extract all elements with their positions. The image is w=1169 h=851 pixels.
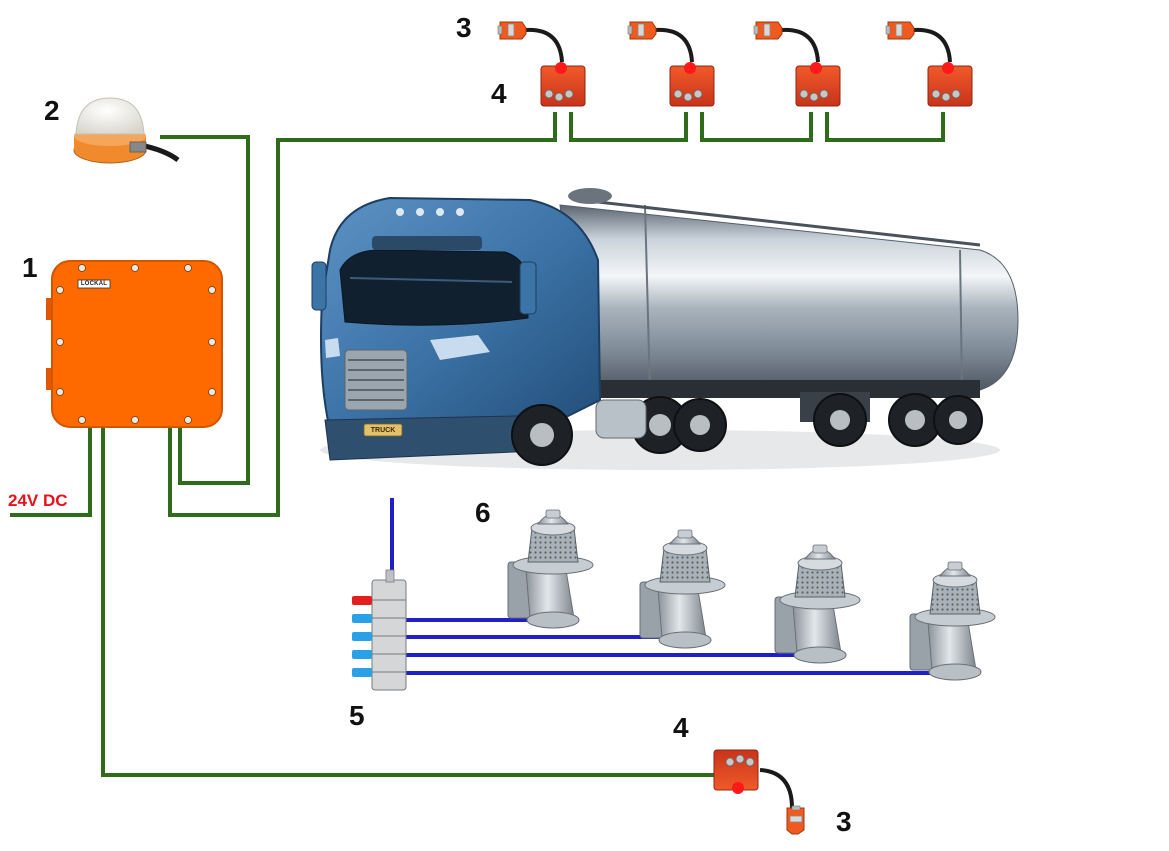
sensor-unit-4 xyxy=(885,21,973,107)
signal-wiring xyxy=(10,112,945,777)
truck-plate: TRUCK xyxy=(370,427,396,434)
wire-bottom-sensor xyxy=(101,428,715,777)
wire-sensor-link-1-2 xyxy=(569,112,688,142)
bottom-sensor-unit xyxy=(713,749,805,835)
valve-2 xyxy=(639,529,726,649)
power-label: 24V DC xyxy=(8,491,68,510)
valve-1 xyxy=(507,509,594,629)
sensor-unit-1 xyxy=(497,21,586,107)
label-sensor-box-top: 4 xyxy=(491,78,507,109)
wire-sensor-link-2-3 xyxy=(700,112,813,142)
valve-4 xyxy=(909,561,996,681)
label-controller: 1 xyxy=(22,252,38,283)
label-sensor-plug-bottom: 3 xyxy=(836,806,852,837)
controller-box xyxy=(46,260,223,428)
label-valves: 6 xyxy=(475,497,491,528)
sensor-unit-2 xyxy=(627,21,715,107)
valve-3 xyxy=(774,544,861,664)
controller-logo: LOCKAL xyxy=(80,281,108,287)
beacon xyxy=(73,97,180,164)
sensor-unit-3 xyxy=(753,21,841,107)
wire-beacon xyxy=(160,135,250,485)
tanker-truck xyxy=(311,188,1019,470)
valve-manifold xyxy=(352,569,407,691)
label-beacon: 2 xyxy=(44,95,60,126)
label-valve-block: 5 xyxy=(349,700,365,731)
wire-top-sensors xyxy=(168,112,557,517)
label-sensor-box-bottom: 4 xyxy=(673,712,689,743)
label-sensor-plug-top: 3 xyxy=(456,12,472,43)
wire-sensor-link-3-4 xyxy=(825,112,945,142)
wire-power-input xyxy=(10,428,92,517)
top-sensor-units xyxy=(497,21,973,107)
air-lines xyxy=(390,498,942,675)
